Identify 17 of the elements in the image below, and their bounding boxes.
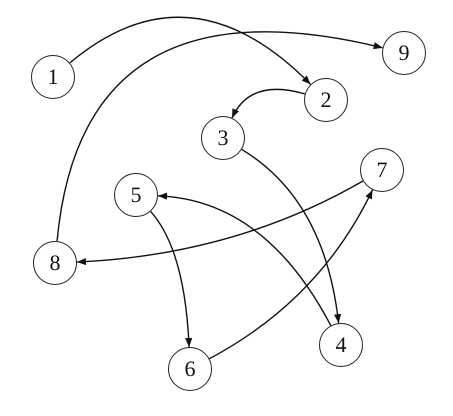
arrow xyxy=(56,32,383,242)
arrow xyxy=(231,88,306,118)
node-number: 2 xyxy=(320,89,332,111)
arrow xyxy=(76,180,364,266)
node-number: 6 xyxy=(184,358,196,380)
node-number: 5 xyxy=(130,184,142,206)
arrow xyxy=(158,193,332,326)
node-number: 7 xyxy=(376,159,388,181)
arrow xyxy=(150,210,192,348)
node-number: 8 xyxy=(50,252,60,274)
node-number: 1 xyxy=(48,66,58,88)
node-number: 9 xyxy=(398,42,410,64)
arrow xyxy=(241,148,341,324)
arrow xyxy=(69,16,312,85)
node-number: 3 xyxy=(218,127,228,149)
arrow xyxy=(209,190,374,360)
node-number: 4 xyxy=(336,334,346,356)
